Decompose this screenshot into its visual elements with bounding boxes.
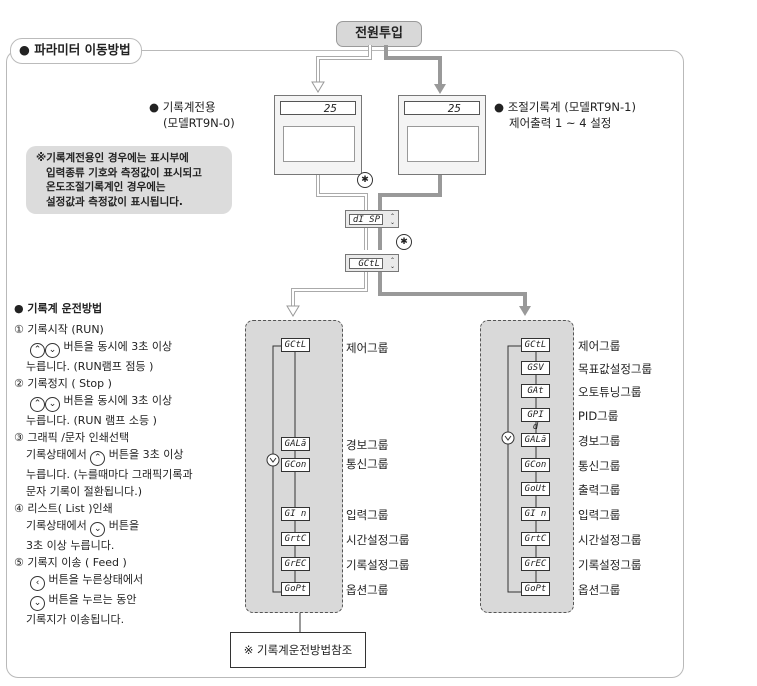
up-button-icon: ⌃ (90, 451, 106, 466)
display-dsp: dI SP ⌃⌄ (345, 210, 399, 228)
step-5-text3: 기록지가 이송됩니다. (26, 613, 125, 626)
step-3-text: 버튼을 3초 이상 (108, 448, 184, 461)
group-label: PID그룹 (578, 409, 619, 423)
left-recorder-device: 25 (274, 95, 362, 175)
param-box: GCtL (521, 338, 550, 352)
group-label: 경보그룹 (578, 434, 621, 448)
group-label: 통신그룹 (346, 457, 389, 471)
param-box: GPI d (521, 408, 550, 432)
step-1-line: ⌃⌄ 버튼을 동시에 3초 이상 (14, 338, 234, 358)
group-label: 기록설정그룹 (346, 558, 410, 572)
param-box: GALā (521, 433, 550, 447)
param-box: GrEC (521, 557, 550, 571)
group-label: 입력그룹 (578, 508, 621, 522)
right-recorder-device: 25 (398, 95, 486, 175)
left-device-screen: 25 (280, 101, 356, 115)
content-frame (6, 50, 684, 678)
step-5-text: 버튼을 누른상태에서 (48, 573, 144, 586)
operation-title: ● 기록계 운전방법 (14, 302, 103, 315)
param-box: GoPt (281, 582, 310, 596)
step-3-text: 기록상태에서 (26, 448, 87, 461)
note-line: 설정값과 측정값이 표시됩니다. (46, 195, 183, 208)
step-5-text: 버튼을 누르는 동안 (48, 593, 137, 606)
param-box: GoUt (521, 482, 550, 496)
note-line: 온도조절기록계인 경우에는 (46, 181, 166, 193)
up-button-icon: ⌃ (30, 397, 45, 412)
left-device-model: (모델RT9N-0) (163, 116, 235, 130)
param-box: GrtC (521, 532, 550, 546)
left-device-paper (283, 126, 355, 162)
step-1-text: 버튼을 동시에 3초 이상 (63, 340, 173, 353)
down-button-icon: ⌄ (45, 397, 60, 412)
step-2-text: 버튼을 동시에 3초 이상 (63, 394, 173, 407)
note-line: 입력종류 기호와 측정값이 표시되고 (46, 166, 202, 179)
step-5-title: ⑤ 기록지 이송 ( Feed ) (14, 556, 127, 569)
step-1-text2: 누릅니다. (RUN램프 점등 ) (26, 360, 154, 373)
group-label: 옵션그룹 (578, 583, 621, 597)
group-label: 제어그룹 (578, 339, 621, 353)
asterisk-icon: ✱ (357, 172, 373, 188)
step-2-line: ⌃⌄ 버튼을 동시에 3초 이상 (14, 392, 234, 412)
param-box: GCon (281, 458, 310, 472)
right-device-label: ● 조절기록계 (모델RT9N-1) (494, 100, 636, 114)
right-device-desc: 제어출력 1 ~ 4 설정 (509, 116, 612, 130)
down-button-icon: ⌄ (90, 522, 106, 537)
section-tab: ● 파라미터 이동방법 (10, 38, 142, 64)
param-box: GrtC (281, 532, 310, 546)
group-label: 시간설정그룹 (578, 533, 642, 547)
power-on-box: 전원투입 (336, 21, 422, 47)
down-button-icon: ⌄ (30, 596, 45, 611)
step-5-line2: ⌄ 버튼을 누르는 동안 (14, 591, 234, 611)
group-label: 오토튜닝그룹 (578, 385, 642, 399)
step-2-title: ② 기록정지 ( Stop ) (14, 377, 112, 390)
step-4-line: 기록상태에서 ⌄ 버튼을 (14, 517, 234, 537)
note-line: ※기록계전용인 경우에는 표시부에 (36, 152, 189, 164)
display-buttons-icon: ⌃⌄ (389, 257, 395, 270)
step-4-text: 버튼을 (108, 519, 140, 532)
right-device-paper (407, 126, 479, 162)
display-gctl: GCtL ⌃⌄ (345, 254, 399, 272)
param-box: GoPt (521, 582, 550, 596)
step-3-title: ③ 그래픽 /문자 인쇄선택 (14, 431, 130, 444)
param-box: GCon (521, 458, 550, 472)
param-box: GI n (521, 507, 550, 521)
group-label: 출력그룹 (578, 483, 621, 497)
down-button-icon: ⌄ (45, 343, 60, 358)
left-button-icon: ‹ (30, 576, 45, 591)
asterisk-icon: ✱ (396, 234, 412, 250)
param-box: GI n (281, 507, 310, 521)
param-box: GSV (521, 361, 550, 375)
param-box: GCtL (281, 338, 310, 352)
group-label: 입력그룹 (346, 508, 389, 522)
display-buttons-icon: ⌃⌄ (389, 213, 395, 226)
step-3-text3: 문자 기록이 절환됩니다.) (26, 485, 142, 498)
operation-instructions: ● 기록계 운전방법 ① 기록시작 (RUN) ⌃⌄ 버튼을 동시에 3초 이상… (14, 300, 234, 628)
step-4-text2: 3초 이상 누릅니다. (26, 539, 115, 552)
step-5-line: ‹ 버튼을 누른상태에서 (14, 571, 234, 591)
reference-box: ※ 기록계운전방법참조 (230, 632, 366, 668)
group-label: 시간설정그룹 (346, 533, 410, 547)
step-4-title: ④ 리스트( List )인쇄 (14, 502, 113, 515)
step-1-title: ① 기록시작 (RUN) (14, 323, 104, 336)
display-gctl-text: GCtL (349, 258, 383, 269)
param-box: GrEC (281, 557, 310, 571)
group-label: 목표값설정그룹 (578, 362, 653, 376)
step-3-text2: 누릅니다. (누를때마다 그래픽기록과 (26, 468, 193, 481)
group-label: 기록설정그룹 (578, 558, 642, 572)
group-label: 옵션그룹 (346, 583, 389, 597)
group-label: 제어그룹 (346, 341, 389, 355)
up-button-icon: ⌃ (30, 343, 45, 358)
display-dsp-text: dI SP (349, 214, 383, 225)
group-label: 통신그룹 (578, 459, 621, 473)
step-2-text2: 누릅니다. (RUN 램프 소등 ) (26, 414, 157, 427)
right-device-screen: 25 (404, 101, 480, 115)
step-4-text: 기록상태에서 (26, 519, 87, 532)
param-box: GALā (281, 437, 310, 451)
step-3-line: 기록상태에서 ⌃ 버튼을 3초 이상 (14, 446, 234, 466)
group-label: 경보그룹 (346, 438, 389, 452)
left-device-label: ● 기록계전용 (149, 100, 216, 114)
param-box: GAt (521, 384, 550, 398)
display-note: ※기록계전용인 경우에는 표시부에 입력종류 기호와 측정값이 표시되고 온도조… (26, 146, 232, 214)
